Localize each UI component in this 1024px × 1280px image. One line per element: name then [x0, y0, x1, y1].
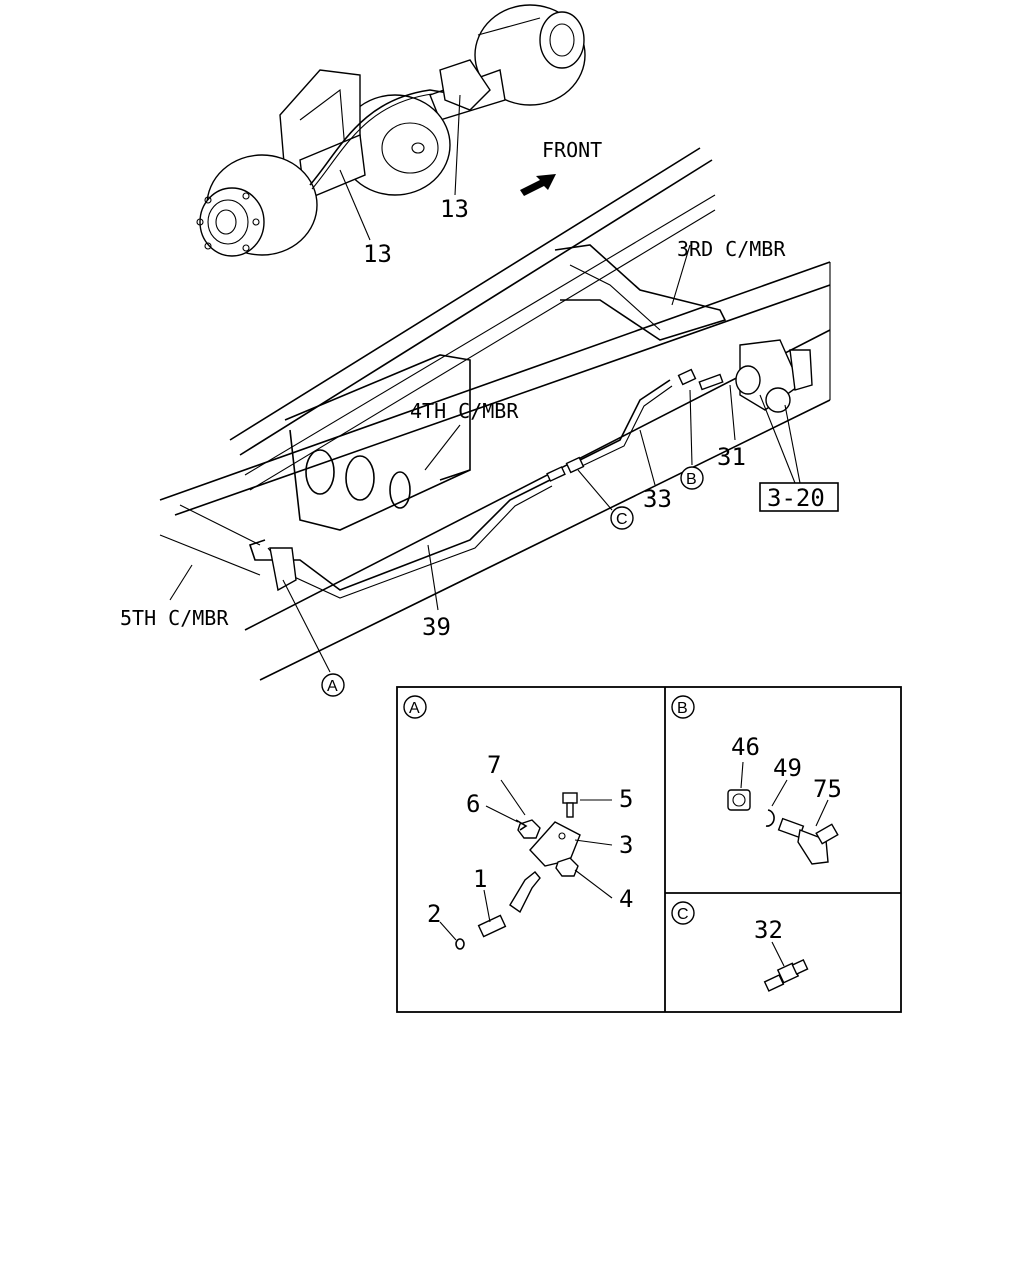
detail-c-panel: C: [671, 901, 809, 992]
detail-a-letter: A: [409, 700, 420, 717]
fifth-crossmember-label: 5TH C/MBR: [120, 606, 229, 630]
detail-panels-frame: [396, 686, 902, 1013]
front-arrow-icon: [520, 174, 556, 196]
rear-axle-illustration: [196, 4, 586, 257]
reference-box: [759, 482, 839, 512]
callout-39: 39: [422, 613, 451, 641]
detail-b-panel: B: [671, 695, 839, 865]
marker-b: B: [680, 466, 704, 490]
callout-33: 33: [643, 485, 672, 513]
detail-a-part-5: 5: [619, 785, 633, 813]
svg-text:B: B: [686, 471, 697, 488]
fourth-crossmember-label: 4TH C/MBR: [410, 399, 519, 423]
front-direction-label: FRONT: [542, 138, 602, 162]
callout-13-right: 13: [440, 195, 469, 223]
leader-lines: [169, 244, 801, 673]
detail-a-panel: A: [403, 695, 613, 950]
detail-a-part-6: 6: [466, 790, 480, 818]
detail-c-part-32: 32: [754, 916, 783, 944]
detail-b-part-46: 46: [731, 733, 760, 761]
detail-a-part-3: 3: [619, 831, 633, 859]
svg-text:A: A: [327, 678, 338, 695]
svg-text:C: C: [616, 511, 628, 528]
detail-c-letter: C: [677, 906, 689, 923]
brake-pipe-route: [248, 339, 813, 599]
detail-a-part-2: 2: [427, 900, 441, 928]
detail-a-part-1: 1: [473, 865, 487, 893]
third-crossmember-label: 3RD C/MBR: [677, 237, 786, 261]
marker-c: C: [610, 506, 634, 530]
detail-a-part-7: 7: [487, 751, 501, 779]
chassis-frame-illustration: [159, 147, 831, 681]
reference-box-label: 3-20: [767, 484, 825, 512]
detail-b-part-75: 75: [813, 775, 842, 803]
detail-a-part-4: 4: [619, 885, 633, 913]
detail-b-letter: B: [677, 700, 688, 717]
detail-b-part-49: 49: [773, 754, 802, 782]
marker-a: A: [321, 673, 345, 697]
callout-13-left: 13: [363, 240, 392, 268]
callout-31: 31: [717, 443, 746, 471]
